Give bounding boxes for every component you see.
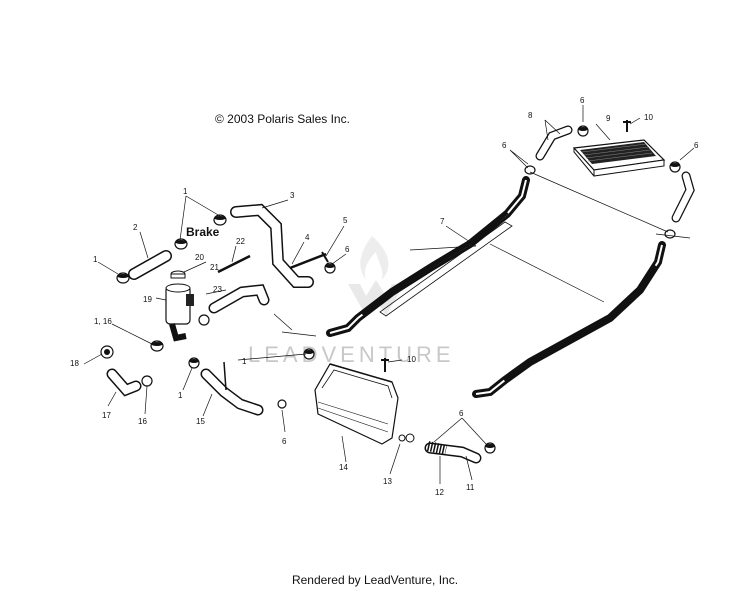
- heat-exchanger: [572, 139, 666, 177]
- clamp-1-reservoir: [198, 314, 210, 326]
- callout-21: 21: [210, 263, 219, 272]
- clamp-1-lower: [188, 357, 200, 369]
- callout-6e: 6: [502, 141, 507, 150]
- callout-1a: 1: [183, 187, 188, 196]
- callout-22: 22: [236, 237, 245, 246]
- cable-tie-4: [289, 252, 327, 270]
- callout-7: 7: [440, 217, 445, 226]
- callout-4: 4: [305, 233, 310, 242]
- fitting-13: [398, 433, 415, 443]
- callout-10b: 10: [407, 355, 416, 364]
- clamp-1-brake: [213, 214, 227, 226]
- cable-tie-5: [321, 251, 329, 263]
- callout-6d: 6: [580, 96, 585, 105]
- callout-6f: 6: [694, 141, 699, 150]
- bracket-22: [217, 254, 251, 274]
- callout-2: 2: [133, 223, 138, 232]
- watermark-text: LEADVENTURE: [248, 342, 455, 367]
- callout-6a: 6: [345, 245, 350, 254]
- callout-1-16: 1, 16: [94, 317, 112, 326]
- callout-14: 14: [339, 463, 348, 472]
- callout-6c: 6: [459, 409, 464, 418]
- callout-1c: 1: [242, 357, 247, 366]
- clamp-6-hose-11: [484, 442, 496, 454]
- coolant-tube-lower: [472, 241, 666, 398]
- callout-10a: 10: [644, 113, 653, 122]
- clamp-6-tube-top: [524, 165, 536, 175]
- copyright-text: © 2003 Polaris Sales Inc.: [215, 112, 350, 126]
- coolant-reservoir-19: [165, 283, 194, 342]
- screw-10-top: [623, 120, 631, 132]
- clamp-6-right: [669, 161, 681, 173]
- callout-9: 9: [606, 114, 611, 123]
- callout-11: 11: [466, 483, 475, 492]
- callout-12: 12: [435, 488, 444, 497]
- callout-6b: 6: [282, 437, 287, 446]
- leader-lines: [83, 105, 695, 484]
- callout-5: 5: [343, 216, 348, 225]
- clamp-6-top: [577, 125, 589, 137]
- callout-19: 19: [143, 295, 152, 304]
- brake-annotation: Brake: [186, 225, 220, 239]
- clamp-16: [141, 375, 153, 387]
- clamp-1-16: [150, 340, 164, 352]
- tube-mount-plate: [379, 221, 513, 317]
- callout-16: 16: [138, 417, 147, 426]
- callout-1e: 1: [178, 391, 183, 400]
- callout-13: 13: [383, 477, 392, 486]
- reservoir-cap-20: [170, 270, 186, 279]
- callout-labels: 1 2 1 3 4 5 6 22 20 21 23 19 1, 16 1 18 …: [70, 96, 699, 497]
- callout-18: 18: [70, 359, 79, 368]
- callout-3: 3: [290, 191, 295, 200]
- hose-18: [100, 345, 114, 359]
- footer-credit: Rendered by LeadVenture, Inc.: [291, 573, 459, 587]
- coolant-tube-upper: [326, 176, 530, 337]
- clamp-6-mid: [324, 262, 336, 274]
- clamp-1-left: [116, 272, 130, 284]
- clamp-1-hose2: [174, 238, 188, 250]
- heater-core-14: [314, 363, 399, 445]
- callout-20: 20: [195, 253, 204, 262]
- callout-17: 17: [102, 411, 111, 420]
- callout-8: 8: [528, 111, 533, 120]
- clamp-6-heater: [277, 399, 287, 409]
- hose-12-corrugated: [426, 441, 448, 455]
- screw-10-lower: [381, 358, 389, 372]
- callout-23: 23: [213, 285, 222, 294]
- callout-15: 15: [196, 417, 205, 426]
- callout-1b: 1: [93, 255, 98, 264]
